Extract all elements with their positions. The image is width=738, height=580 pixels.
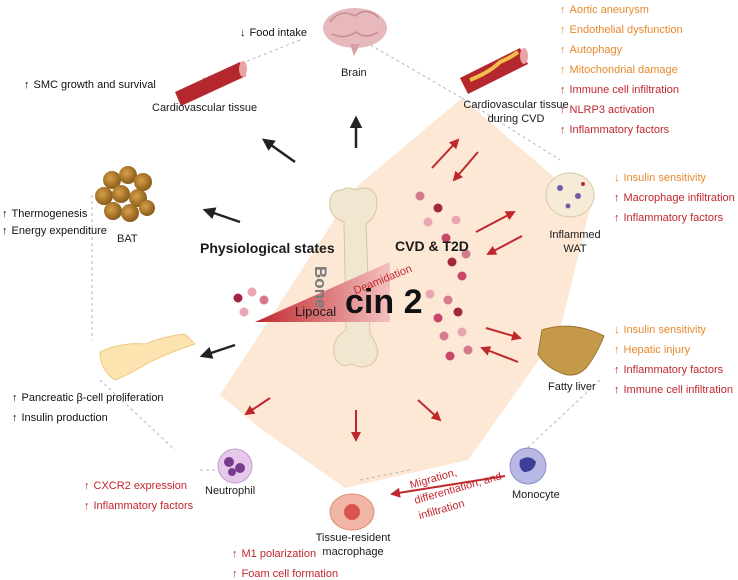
- macrophage-effects: ↑M1 polarization ↑Foam cell formation: [232, 548, 339, 580]
- inflamed-wat-label: Inflammed WAT: [545, 228, 605, 256]
- cv-cvd-line2: during CVD: [487, 113, 545, 125]
- cv-tissue-effects: ↑SMC growth and survival: [24, 79, 156, 91]
- cv-cvd-effects: ↑Aortic aneurysm ↑Endothelial dysfunctio…: [560, 4, 683, 136]
- up-arrow-icon: ↑: [560, 124, 566, 136]
- neutrophil-label: Neutrophil: [205, 485, 256, 497]
- disease-region: [220, 98, 590, 488]
- macrophage-label: Tissue-resident macrophage: [310, 531, 396, 559]
- bat-effects: ↑Thermogenesis ↑Energy expenditure: [2, 208, 107, 237]
- lipocalin-prefix-label: Lipocal: [295, 304, 337, 319]
- physiological-arrows: [199, 115, 363, 359]
- macrophage-icon: [329, 493, 375, 531]
- up-arrow-icon: ↑: [232, 548, 238, 560]
- brain-effects: ↓Food intake: [240, 27, 307, 39]
- fatty-liver-label: Fatty liver: [548, 381, 596, 393]
- up-arrow-icon: ↑: [24, 79, 30, 91]
- up-arrow-icon: ↑: [560, 104, 566, 116]
- up-arrow-icon: ↑: [12, 412, 18, 424]
- fatty-liver-icon: [537, 325, 605, 376]
- wat-effects: ↓Insulin sensitivity ↑Macrophage infiltr…: [614, 172, 735, 224]
- lipocalin-number-label: cin 2: [345, 283, 423, 321]
- cardiovascular-tissue-label: Cardiovascular tissue: [152, 102, 258, 114]
- up-arrow-icon: ↑: [614, 384, 620, 396]
- bone-icon: [329, 187, 378, 368]
- up-arrow-icon: ↑: [12, 392, 18, 404]
- up-arrow-icon: ↑: [2, 225, 8, 237]
- up-arrow-icon: ↑: [560, 24, 566, 36]
- macrophage-line1: Tissue-resident: [315, 532, 391, 544]
- up-arrow-icon: ↑: [614, 192, 620, 204]
- up-arrow-icon: ↑: [232, 568, 238, 580]
- down-arrow-icon: ↓: [614, 172, 620, 184]
- up-arrow-icon: ↑: [560, 64, 566, 76]
- lipocalin-dots: [233, 191, 473, 361]
- up-arrow-icon: ↑: [2, 208, 8, 220]
- lipocalin-wedge: [255, 262, 390, 322]
- brain-label: Brain: [341, 67, 367, 79]
- physiological-states-label: Physiological states: [200, 240, 335, 256]
- up-arrow-icon: ↑: [560, 84, 566, 96]
- bat-label: BAT: [117, 233, 138, 245]
- bone-label: Bone: [311, 266, 330, 309]
- disease-arrows: [244, 138, 523, 498]
- up-arrow-icon: ↑: [84, 480, 90, 492]
- brown-fat-icon: [95, 166, 155, 222]
- pancreas-effects: ↑Pancreatic β-cell proliferation ↑Insuli…: [12, 392, 164, 424]
- pancreas-icon: [99, 333, 196, 381]
- dashed-outline: [91, 35, 601, 481]
- macrophage-line2: macrophage: [322, 546, 384, 558]
- wat-line2: WAT: [563, 243, 587, 255]
- down-arrow-icon: ↓: [614, 324, 620, 336]
- neutrophil-icon: [217, 448, 253, 484]
- up-arrow-icon: ↑: [614, 212, 620, 224]
- neutrophil-effects: ↑CXCR2 expression ↑Inflammatory factors: [84, 480, 194, 512]
- brain-icon: [323, 8, 387, 56]
- up-arrow-icon: ↑: [560, 4, 566, 16]
- monocyte-label: Monocyte: [512, 489, 560, 501]
- monocyte-icon: [509, 447, 547, 485]
- wat-line1: Inflammed: [549, 229, 601, 241]
- cv-cvd-line1: Cardiovascular tissue: [463, 99, 569, 111]
- up-arrow-icon: ↑: [560, 44, 566, 56]
- cardiovascular-tissue-cvd-label: Cardiovascular tissue during CVD: [452, 98, 580, 126]
- white-fat-icon: [545, 172, 595, 218]
- up-arrow-icon: ↑: [614, 344, 620, 356]
- cvd-t2d-label: CVD & T2D: [395, 238, 469, 254]
- plaque-artery-icon: [460, 48, 528, 94]
- artery-icon: [175, 61, 247, 106]
- up-arrow-icon: ↑: [84, 500, 90, 512]
- liver-effects: ↓Insulin sensitivity ↑Hepatic injury ↑In…: [614, 324, 733, 396]
- down-arrow-icon: ↓: [240, 27, 246, 39]
- up-arrow-icon: ↑: [614, 364, 620, 376]
